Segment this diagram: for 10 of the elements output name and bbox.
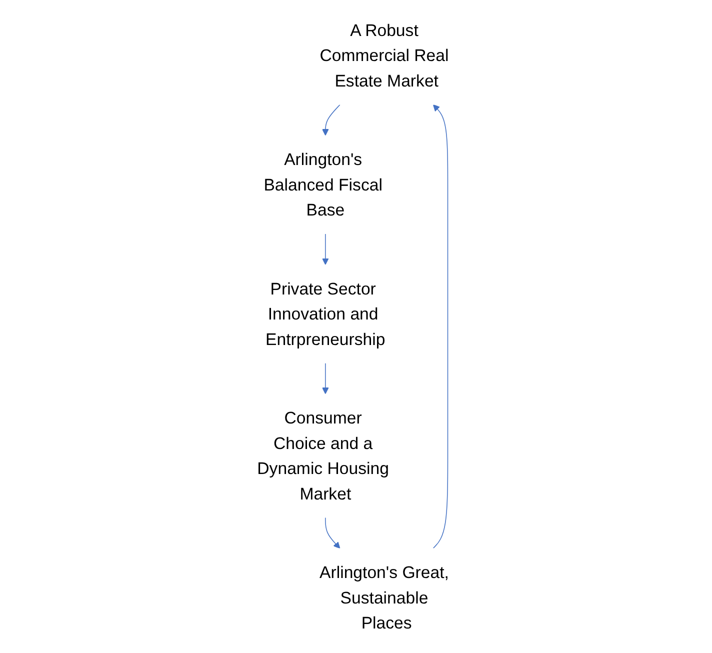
arrow <box>432 104 448 549</box>
arrow <box>322 362 329 394</box>
node-text: Arlington's Balanced Fiscal Base <box>264 150 382 220</box>
arrow <box>322 234 329 265</box>
node-text: A Robust Commercial Real Estate Market <box>320 20 449 90</box>
node-text: Consumer Choice and a Dynamic Housing Market <box>257 408 389 504</box>
arrow <box>325 517 340 549</box>
arrow <box>322 104 340 136</box>
node-text: Arlington's Great, Sustainable Places <box>320 562 449 632</box>
node-text: Private Sector Innovation and Entrpreneurship <box>266 279 386 349</box>
